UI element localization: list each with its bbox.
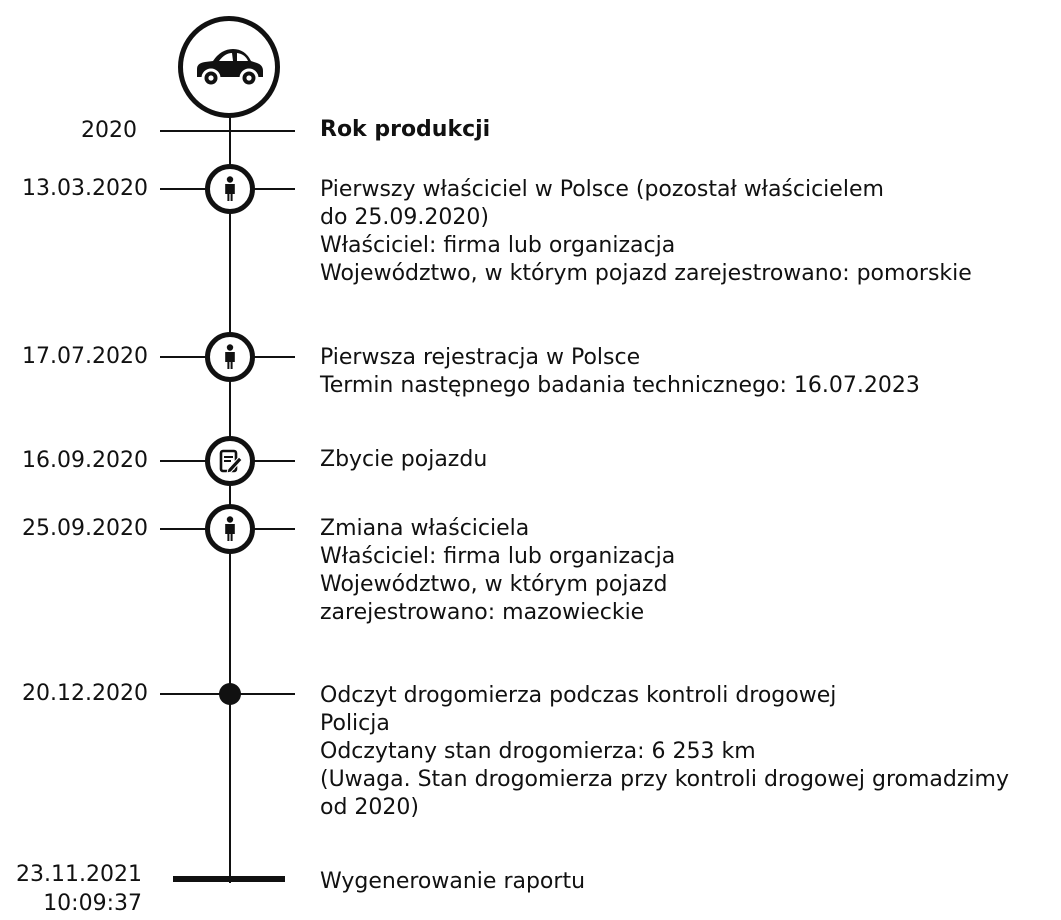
event-line: Rok produkcji	[320, 117, 491, 142]
event-line: Zmiana właściciela	[320, 516, 530, 541]
event-date: 13.03.2020	[22, 176, 148, 201]
event-description: Pierwszy właściciel w Polsce (pozostał w…	[320, 176, 972, 288]
report-date: 23.11.2021	[16, 862, 142, 887]
event-date: 17.07.2020	[22, 344, 148, 369]
event-date: 20.12.2020	[22, 681, 148, 706]
report-time: 10:09:37	[43, 891, 142, 916]
event-description: Odczyt drogomierza podczas kontroli drog…	[320, 682, 1009, 822]
event-description: Zbycie pojazdu	[320, 446, 487, 474]
event-line: Województwo, w którym pojazd	[320, 572, 668, 597]
event-line: Termin następnego badania technicznego: …	[320, 373, 920, 398]
connector-line	[160, 130, 295, 132]
event-line: od 2020)	[320, 795, 419, 820]
event-description: Pierwsza rejestracja w Polsce Termin nas…	[320, 344, 920, 400]
timeline-dot	[219, 683, 241, 705]
event-line: Właściciel: firma lub organizacja	[320, 544, 676, 569]
event-line: Wygenerowanie raportu	[320, 869, 586, 894]
event-description: Wygenerowanie raportu	[320, 868, 585, 896]
person-icon	[205, 332, 255, 382]
event-date: 2020	[81, 118, 137, 143]
event-line: Właściciel: firma lub organizacja	[320, 233, 676, 258]
event-line: Pierwszy właściciel w Polsce (pozostał w…	[320, 177, 884, 202]
document-edit-icon	[205, 436, 255, 486]
person-icon	[205, 164, 255, 214]
timeline-axis	[229, 115, 231, 883]
person-icon	[205, 504, 255, 554]
event-description: Zmiana właściciela Właściciel: firma lub…	[320, 515, 675, 627]
event-line: zarejestrowano: mazowieckie	[320, 600, 645, 625]
event-date: 16.09.2020	[22, 448, 148, 473]
event-line: Województwo, w którym pojazd zarejestrow…	[320, 261, 972, 286]
event-line: Odczytany stan drogomierza: 6 253 km	[320, 739, 756, 764]
event-line: Zbycie pojazdu	[320, 447, 488, 472]
event-line: (Uwaga. Stan drogomierza przy kontroli d…	[320, 767, 1009, 792]
timeline-end-bar	[173, 876, 285, 882]
car-icon	[178, 16, 280, 118]
event-line: do 25.09.2020)	[320, 205, 489, 230]
event-description: Rok produkcji	[320, 116, 490, 144]
event-line: Pierwsza rejestracja w Polsce	[320, 345, 641, 370]
event-line: Odczyt drogomierza podczas kontroli drog…	[320, 683, 837, 708]
event-date: 25.09.2020	[22, 516, 148, 541]
event-line: Policja	[320, 711, 390, 736]
